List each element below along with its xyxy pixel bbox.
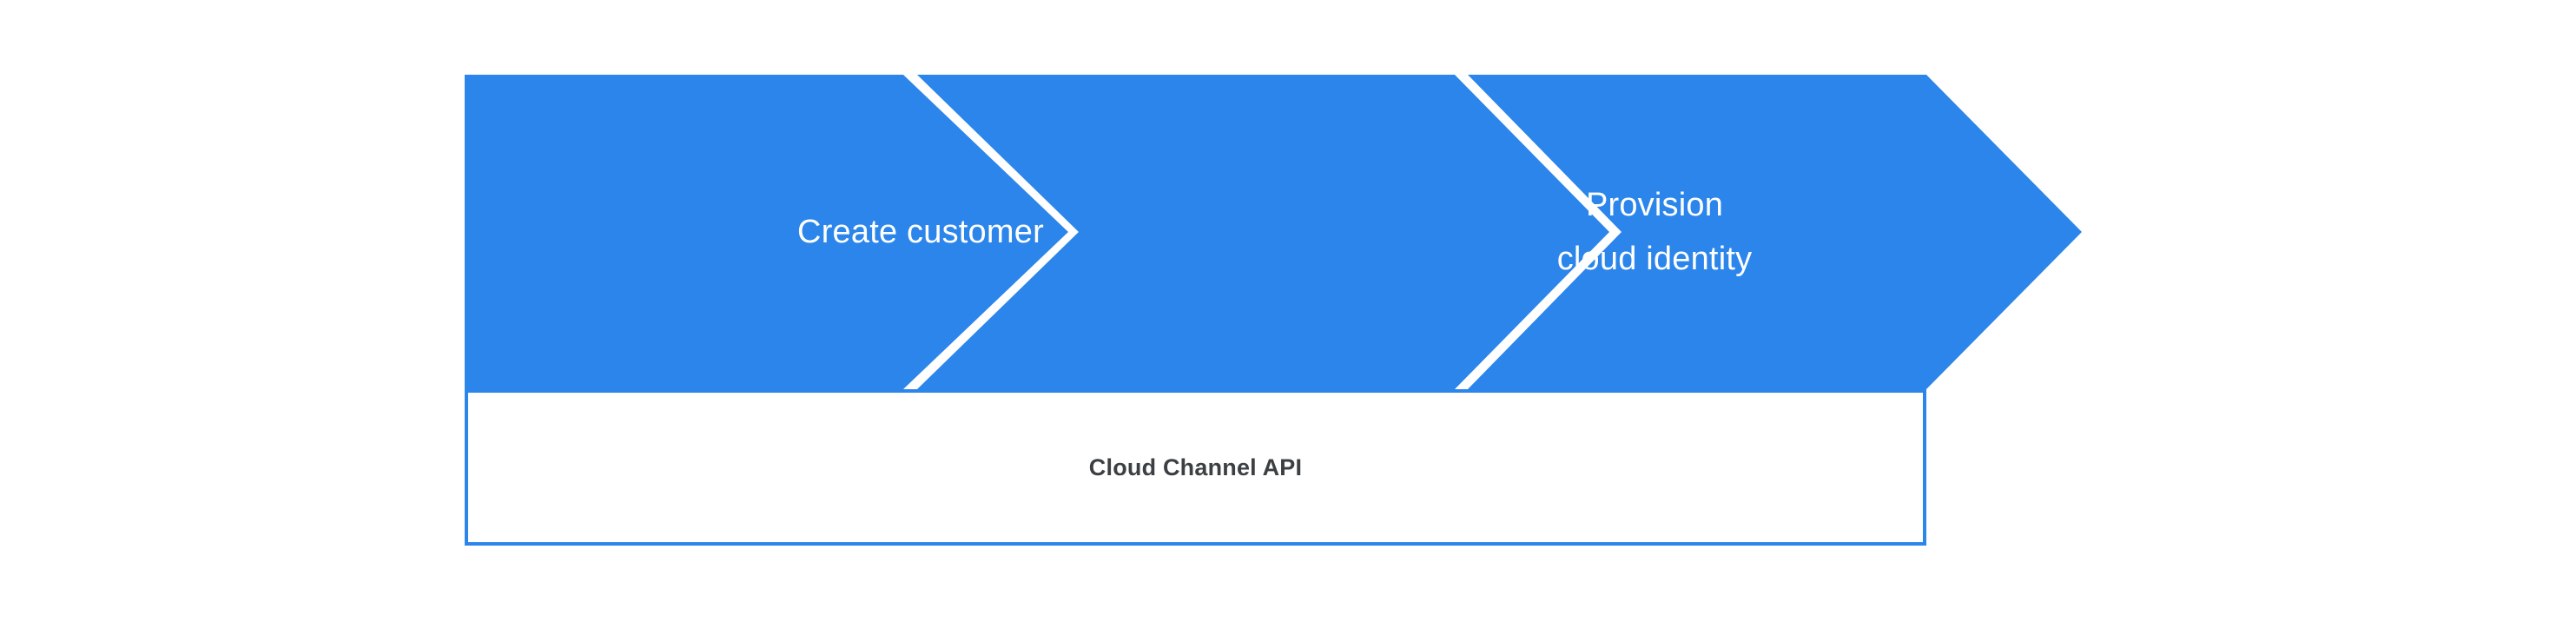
cloud-channel-api-bar: Cloud Channel API [465,389,1926,546]
chevron-shape-step-2 [917,75,1609,389]
chevron-shape-step-1 [465,75,1068,389]
process-flow-band: Create customer Provision cloud identity… [465,75,2292,389]
flow-step-line: Create [2160,187,2261,223]
chevron-shapes-svg [465,75,2082,389]
flow-step-line: entitlement [2128,241,2293,277]
cloud-channel-api-label: Cloud Channel API [1088,454,1303,480]
chevron-shape-step-3 [1468,75,2082,389]
